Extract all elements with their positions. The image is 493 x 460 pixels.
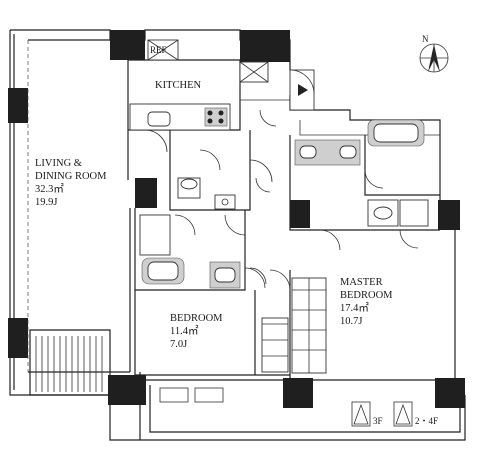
bathroom-left	[134, 208, 267, 291]
entrance-arrow-icon	[298, 84, 308, 96]
bedroom-name: BEDROOM	[170, 313, 223, 324]
bedroom-area-j: 7.0J	[170, 339, 188, 350]
kitchen-name: KITCHEN	[155, 80, 202, 91]
hall-wc	[169, 130, 273, 211]
ref-label: REF	[150, 45, 167, 55]
living-area-m2: 32.3㎡	[35, 184, 64, 195]
master-name-line1: MASTER	[340, 277, 383, 288]
master-bedroom	[269, 269, 327, 378]
living-name-line2: DINING ROOM	[35, 171, 107, 182]
stair-marker-icon	[351, 401, 413, 427]
columns	[8, 30, 465, 408]
master-area-m2: 17.4㎡	[340, 303, 369, 314]
balcony	[29, 329, 224, 403]
compass-icon	[419, 43, 449, 73]
stair-label-2-4f: 2・4F	[415, 416, 439, 426]
stair-label-3f: 3F	[373, 416, 383, 426]
master-area-j: 10.7J	[340, 316, 363, 327]
living-dining-room	[27, 39, 131, 373]
master-name-line2: BEDROOM	[340, 290, 393, 301]
living-name-line1: LIVING &	[35, 158, 82, 169]
kitchen	[128, 39, 269, 153]
living-area-j: 19.9J	[35, 197, 58, 208]
bedroom	[134, 267, 290, 376]
compass-label: N	[422, 34, 429, 44]
bathroom-right	[289, 119, 440, 251]
bedroom-area-m2: 11.4㎡	[170, 326, 199, 337]
